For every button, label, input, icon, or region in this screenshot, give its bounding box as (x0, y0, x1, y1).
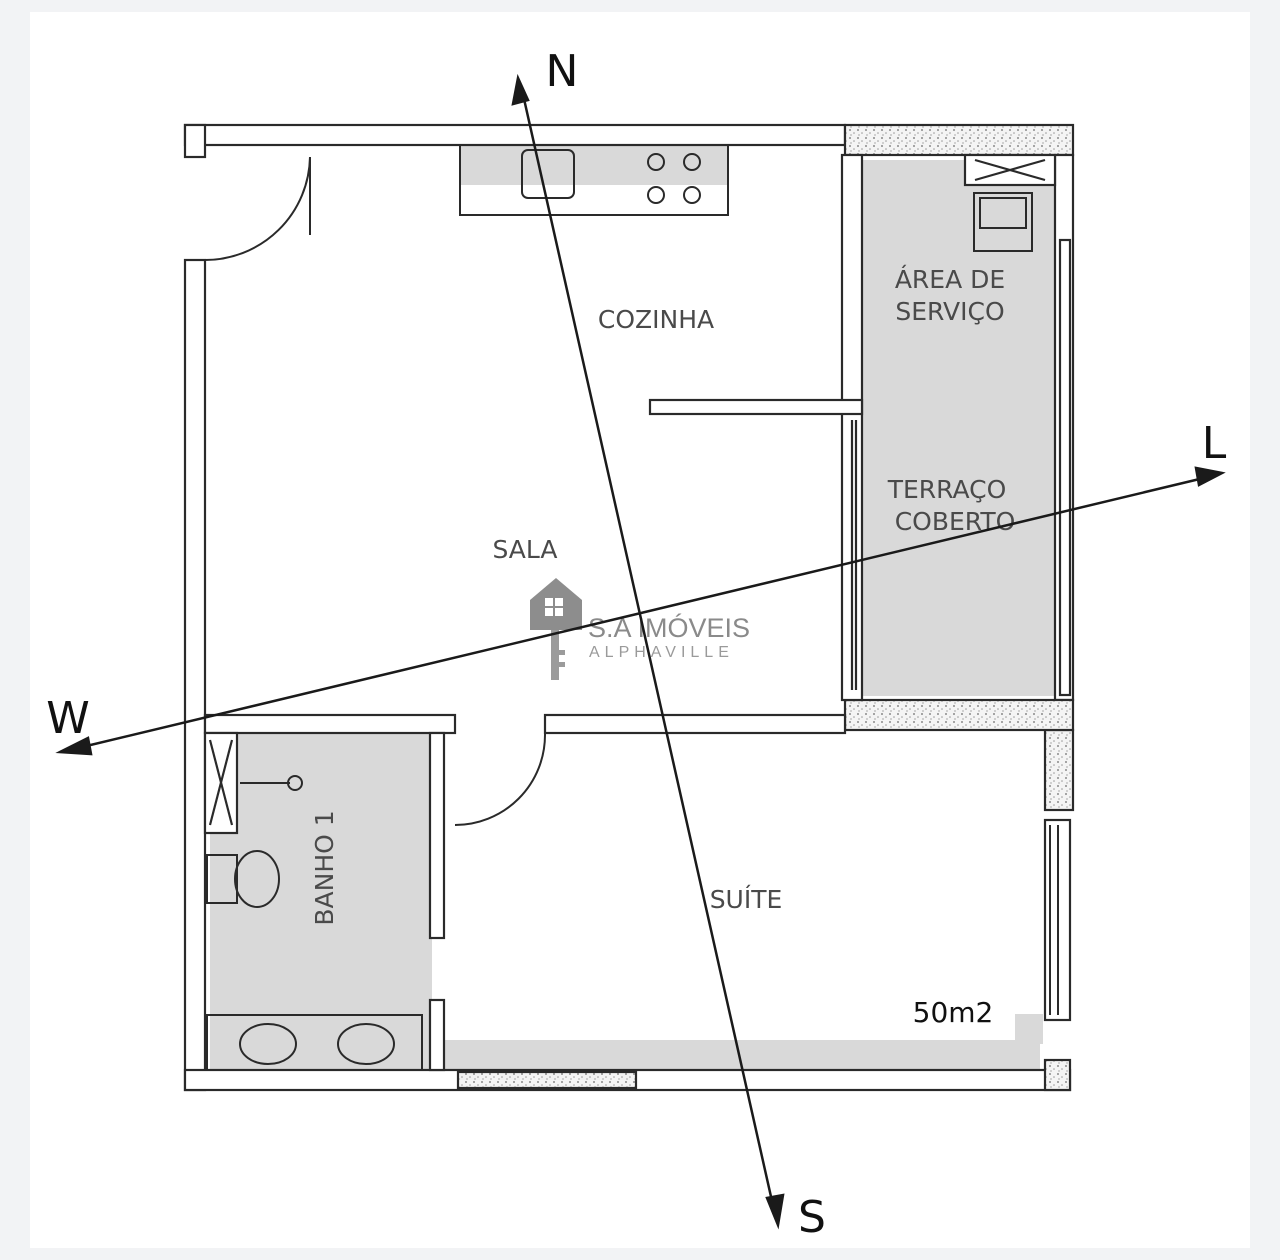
room-label-terraco-1: TERRAÇO (887, 475, 1007, 504)
room-label-cozinha: COZINHA (598, 305, 714, 334)
room-label-banho: BANHO 1 (310, 810, 339, 925)
suite-window (1049, 825, 1059, 1015)
room-label-suite: SUÍTE (710, 885, 783, 914)
watermark-sub: ALPHAVILLE (589, 644, 734, 661)
room-label-area-servico-2: SERVIÇO (895, 297, 1004, 326)
compass-east: L (1202, 418, 1227, 469)
doors (204, 156, 546, 826)
watermark-logo (530, 578, 582, 680)
kitchen-counter (459, 144, 729, 216)
floor-plan-frame: COZINHA ÁREA DE SERVIÇO TERRAÇO COBERTO … (30, 12, 1250, 1248)
compass-south: S (798, 1192, 826, 1243)
compass-lines (55, 73, 1226, 1230)
room-label-terraco-2: COBERTO (895, 507, 1016, 536)
bathroom-fixtures (206, 775, 423, 1071)
compass-north: N (546, 46, 579, 97)
room-label-area-servico-1: ÁREA DE (895, 265, 1005, 294)
shaded-areas (210, 145, 1054, 1074)
watermark-brand: S.A IMÓVEIS (588, 612, 750, 643)
area-label: 50m2 (913, 996, 994, 1029)
service-sink (973, 192, 1033, 252)
room-label-sala: SALA (492, 535, 557, 564)
compass-west: W (46, 693, 90, 744)
